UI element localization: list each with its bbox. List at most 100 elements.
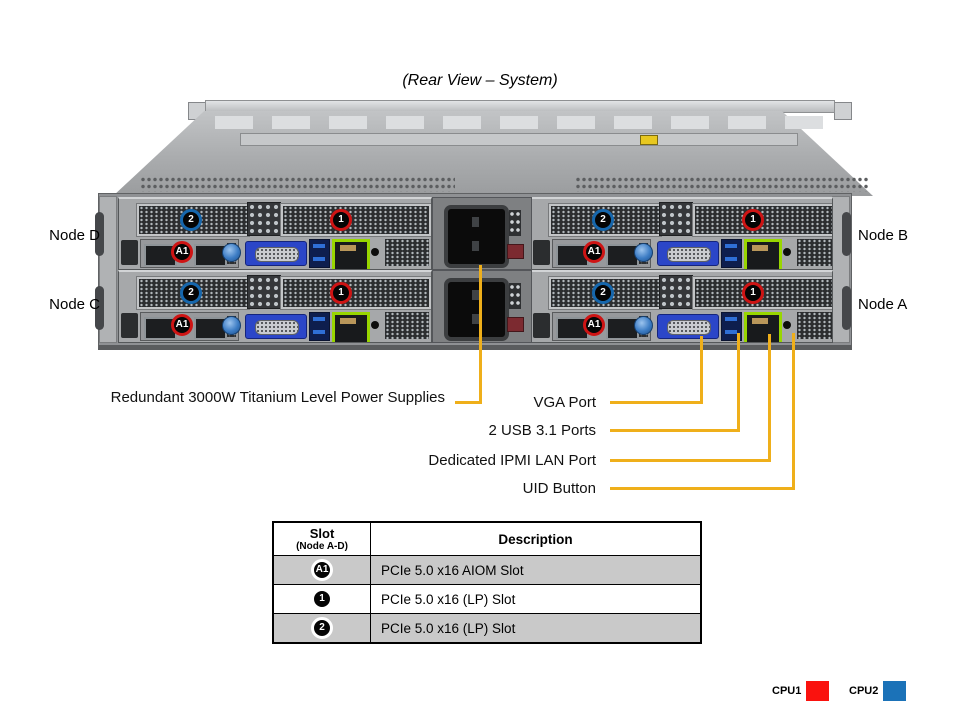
- slot-1-badge: 1: [330, 282, 352, 304]
- usb-callout-line: [610, 429, 740, 432]
- vga-port: [245, 314, 307, 339]
- slot-2-badge: 2: [180, 209, 202, 231]
- vent-grille: [385, 312, 429, 339]
- description-cell: PCIe 5.0 x16 (LP) Slot: [370, 584, 702, 614]
- uid-button: [783, 321, 791, 329]
- vent-block: [659, 202, 693, 236]
- power-supply-top: [432, 197, 532, 270]
- slot-2-badge: 2: [180, 282, 202, 304]
- pcie-slot-1-grille: [280, 276, 431, 310]
- aiom-slot-badge: A1: [583, 314, 605, 336]
- ipmi-callout-label: Dedicated IPMI LAN Port: [428, 452, 596, 469]
- node-b-tray: 2 1 A1: [530, 197, 833, 270]
- psu-callout-label: Redundant 3000W Titanium Level Power Sup…: [110, 389, 445, 406]
- thumbscrew-icon: [634, 316, 653, 335]
- pcie-slot-1-grille: [692, 276, 832, 310]
- aiom-slot-badge: A1: [171, 241, 193, 263]
- uid-callout-label: UID Button: [522, 480, 596, 497]
- usb-callout-label: 2 USB 3.1 Ports: [488, 422, 596, 439]
- usb-ports: [721, 312, 742, 341]
- vga-connector: [667, 247, 711, 262]
- vga-connector: [255, 247, 299, 262]
- node-c-tray: 2 1 A1: [118, 270, 432, 343]
- psu-inlet: [444, 205, 509, 268]
- vga-port: [245, 241, 307, 266]
- ipmi-lan-port: [744, 239, 782, 269]
- table-header-row: Slot (Node A-D) Description: [272, 521, 702, 556]
- ipmi-lan-port: [744, 312, 782, 342]
- slot-2-badge: 2: [592, 282, 614, 304]
- slot-description-table: Slot (Node A-D) Description A1 PCIe 5.0 …: [272, 521, 702, 644]
- node-a-tray: 2 1 A1: [530, 270, 833, 343]
- description-cell: PCIe 5.0 x16 (LP) Slot: [370, 613, 702, 644]
- uid-callout-line: [792, 333, 795, 490]
- slot-1-badge: 1: [311, 588, 333, 610]
- vga-callout-line: [610, 401, 703, 404]
- psu-release-clip: [507, 244, 524, 259]
- node-a-label: Node A: [858, 296, 908, 313]
- tray-latch: [121, 240, 138, 265]
- psu-inlet: [444, 278, 509, 341]
- ports-row: [119, 310, 431, 342]
- badge-cell: 2: [272, 613, 371, 644]
- psu-leds: [509, 210, 521, 236]
- table-row: A1 PCIe 5.0 x16 AIOM Slot: [272, 555, 702, 585]
- vga-connector: [667, 320, 711, 335]
- uid-callout-line: [610, 487, 795, 490]
- power-supply-bottom: [432, 270, 532, 343]
- ipmi-callout-line: [610, 459, 771, 462]
- cpu2-color-swatch: [883, 681, 906, 701]
- lid-slot-band: [215, 116, 825, 129]
- aiom-slot-badge: A1: [583, 241, 605, 263]
- vga-callout-label: VGA Port: [533, 394, 596, 411]
- node-handle: [95, 212, 104, 256]
- lid-vent-right: [575, 176, 870, 192]
- thumbscrew-icon: [634, 243, 653, 262]
- psu-release-clip: [507, 317, 524, 332]
- node-handle: [842, 286, 851, 330]
- psu-callout-line: [479, 265, 482, 404]
- slot-1-badge: 1: [330, 209, 352, 231]
- thumbscrew-icon: [222, 243, 241, 262]
- vent-grille: [797, 312, 832, 339]
- slot-2-badge: 2: [311, 617, 333, 639]
- aiom-slot-badge: A1: [171, 314, 193, 336]
- node-b-label: Node B: [858, 227, 909, 244]
- vent-block: [247, 275, 281, 309]
- vent-block: [659, 275, 693, 309]
- ports-row: [531, 237, 832, 269]
- tray-latch: [121, 313, 138, 338]
- tray-latch: [533, 313, 550, 338]
- warning-sticker: [640, 135, 658, 145]
- ipmi-callout-line: [768, 334, 771, 462]
- vga-callout-line: [700, 336, 703, 404]
- node-d-label: Node D: [49, 227, 100, 244]
- ipmi-lan-port: [332, 312, 370, 342]
- node-handle: [842, 212, 851, 256]
- lid-latch-strip: [240, 133, 798, 146]
- table-row: 2 PCIe 5.0 x16 (LP) Slot: [272, 613, 702, 644]
- psu-leds: [509, 283, 521, 309]
- badge-cell: 1: [272, 584, 371, 614]
- badge-cell: A1: [272, 555, 371, 585]
- vga-port: [657, 314, 719, 339]
- node-d-tray: 2 1 A1: [118, 197, 432, 270]
- aiom-slot-badge: A1: [311, 559, 333, 581]
- slot-2-badge: 2: [592, 209, 614, 231]
- usb-ports: [721, 239, 742, 268]
- node-c-label: Node C: [49, 296, 100, 313]
- usb-ports: [309, 312, 330, 341]
- slot-1-badge: 1: [742, 282, 764, 304]
- lid-vent-left: [140, 176, 455, 192]
- slot-column-header: Slot (Node A-D): [272, 521, 371, 556]
- uid-button: [371, 248, 379, 256]
- thumbscrew-icon: [222, 316, 241, 335]
- vent-grille: [385, 239, 429, 266]
- page-title: (Rear View – System): [402, 72, 558, 89]
- uid-button: [783, 248, 791, 256]
- uid-button: [371, 321, 379, 329]
- vent-grille: [797, 239, 832, 266]
- rack-ear-right: [834, 102, 852, 120]
- ipmi-lan-port: [332, 239, 370, 269]
